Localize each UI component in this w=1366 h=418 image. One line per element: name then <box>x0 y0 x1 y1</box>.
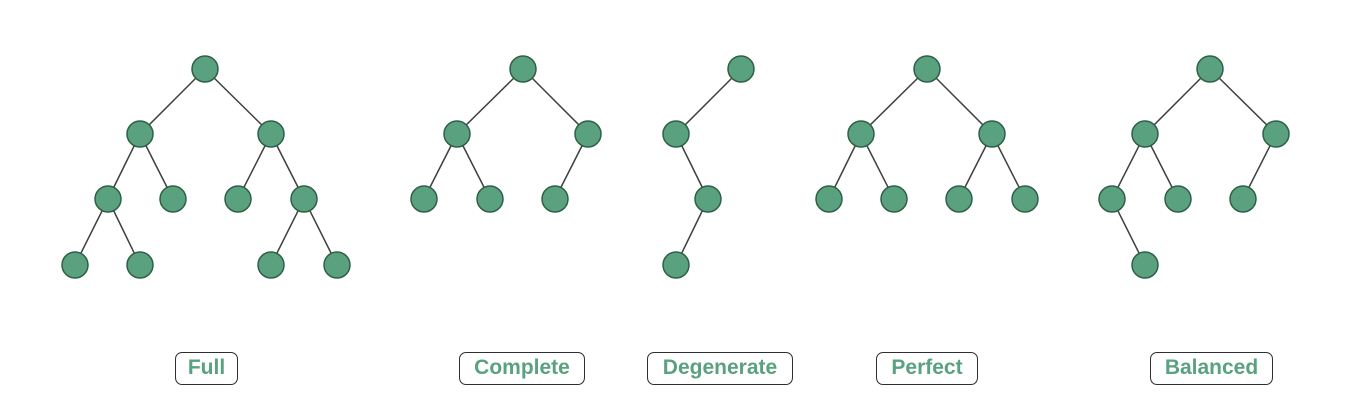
tree-balanced <box>1098 55 1290 279</box>
tree-complete <box>410 55 602 213</box>
tree-full-edge-0 <box>139 68 206 135</box>
tree-full-node-3 <box>94 185 122 213</box>
tree-full-node-8 <box>126 251 154 279</box>
tree-perfect-node-6 <box>1011 185 1039 213</box>
tree-full-node-2 <box>257 120 285 148</box>
tree-full-node-9 <box>257 251 285 279</box>
tree-full-node-1 <box>126 120 154 148</box>
tree-perfect-node-4 <box>880 185 908 213</box>
tree-complete-edge-0 <box>456 68 524 135</box>
tree-perfect-node-2 <box>978 120 1006 148</box>
tree-balanced-node-3 <box>1098 185 1126 213</box>
tree-balanced-edge-0 <box>1144 68 1211 135</box>
tree-degenerate-edge-0 <box>675 68 742 135</box>
tree-complete-node-3 <box>410 185 438 213</box>
label-full: Full <box>175 352 238 385</box>
tree-balanced-node-5 <box>1229 185 1257 213</box>
tree-degenerate-node-3 <box>662 251 690 279</box>
tree-perfect-node-3 <box>815 185 843 213</box>
tree-complete-node-1 <box>443 120 471 148</box>
tree-full-node-0 <box>191 55 219 83</box>
tree-balanced-node-0 <box>1196 55 1224 83</box>
tree-full-node-6 <box>290 185 318 213</box>
tree-complete-edge-1 <box>522 68 589 135</box>
tree-full-node-7 <box>61 251 89 279</box>
tree-balanced-node-2 <box>1262 120 1290 148</box>
tree-complete-node-5 <box>541 185 569 213</box>
tree-degenerate-node-2 <box>694 185 722 213</box>
tree-balanced-edge-1 <box>1209 68 1277 135</box>
tree-degenerate-node-1 <box>662 120 690 148</box>
tree-balanced-node-1 <box>1131 120 1159 148</box>
tree-perfect-edge-1 <box>926 68 993 135</box>
tree-full-edge-1 <box>204 68 272 135</box>
tree-full-node-10 <box>323 251 351 279</box>
tree-full-node-4 <box>159 185 187 213</box>
label-complete: Complete <box>459 352 585 385</box>
label-balanced: Balanced <box>1150 352 1273 385</box>
tree-complete-node-0 <box>509 55 537 83</box>
tree-degenerate <box>662 55 755 279</box>
tree-perfect-node-1 <box>847 120 875 148</box>
tree-degenerate-node-0 <box>727 55 755 83</box>
tree-balanced-node-4 <box>1164 185 1192 213</box>
tree-perfect-edge-0 <box>860 68 928 135</box>
tree-complete-node-4 <box>476 185 504 213</box>
tree-perfect-node-5 <box>945 185 973 213</box>
label-perfect: Perfect <box>876 352 978 385</box>
tree-balanced-node-6 <box>1131 251 1159 279</box>
tree-full <box>61 55 351 279</box>
label-degenerate: Degenerate <box>647 352 793 385</box>
tree-complete-node-2 <box>574 120 602 148</box>
tree-full-node-5 <box>224 185 252 213</box>
tree-perfect-node-0 <box>913 55 941 83</box>
tree-perfect <box>815 55 1039 213</box>
